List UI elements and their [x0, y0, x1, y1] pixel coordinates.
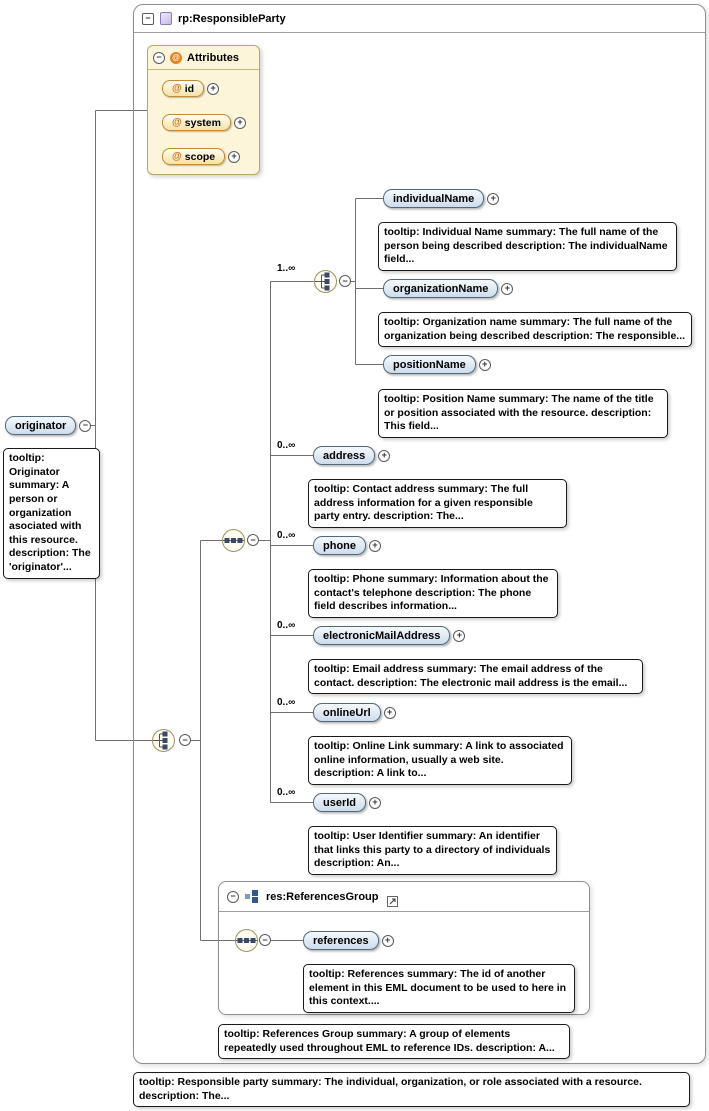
- attribute-label: id: [184, 82, 195, 95]
- cardinality-label: 0..∞: [277, 620, 296, 631]
- at-icon: @: [172, 117, 182, 128]
- expand-id-icon[interactable]: +: [207, 82, 220, 95]
- expand-references-icon[interactable]: +: [381, 934, 394, 947]
- collapse-icon[interactable]: −: [142, 12, 154, 25]
- element-label: individualName: [393, 192, 475, 205]
- element-references[interactable]: references: [303, 931, 379, 950]
- attribute-label: scope: [184, 150, 216, 163]
- collapse-references-sequence-icon[interactable]: −: [259, 934, 271, 946]
- element-userid[interactable]: userId: [313, 793, 367, 812]
- element-row: electronicMailAddress +: [313, 626, 466, 645]
- attribute-system[interactable]: @ system: [162, 114, 231, 131]
- model-group-icon: [245, 890, 258, 903]
- sequence-compositor-icon: [222, 529, 245, 552]
- originator-row: originator −: [5, 416, 92, 435]
- expand-onlineurl-icon[interactable]: +: [383, 706, 396, 719]
- element-address[interactable]: address: [313, 446, 376, 465]
- element-label: userId: [323, 796, 357, 809]
- cardinality-label: 1..∞: [277, 263, 296, 274]
- originator-tooltip: tooltip: Originator summary: A person or…: [3, 448, 100, 579]
- collapse-originator-icon[interactable]: −: [79, 419, 92, 432]
- element-label: originator: [15, 419, 67, 432]
- collapse-attributes-icon[interactable]: −: [153, 51, 165, 64]
- expand-scope-icon[interactable]: +: [228, 150, 241, 163]
- element-row: userId +: [313, 793, 382, 812]
- element-row: organizationName +: [383, 279, 514, 298]
- expand-electronicmailaddress-icon[interactable]: +: [453, 629, 466, 642]
- references-sequence-icon: [235, 929, 258, 952]
- element-label: references: [313, 934, 369, 947]
- choice-compositor-icon: [152, 729, 175, 752]
- element-organizationname[interactable]: organizationName: [383, 279, 499, 298]
- external-link-icon[interactable]: [386, 895, 398, 907]
- element-individualname[interactable]: individualName: [383, 189, 485, 208]
- responsible-party-container: − rp:ResponsibleParty: [133, 4, 706, 1064]
- element-row: positionName +: [383, 355, 491, 374]
- expand-phone-icon[interactable]: +: [369, 539, 381, 552]
- references-group-container: − res:ReferencesGroup: [218, 881, 590, 1015]
- expand-individualname-icon[interactable]: +: [487, 192, 500, 205]
- expand-positionname-icon[interactable]: +: [478, 358, 491, 371]
- collapse-sequence-icon[interactable]: −: [247, 534, 259, 546]
- element-electronicmailaddress[interactable]: electronicMailAddress: [313, 626, 451, 645]
- element-label: positionName: [393, 358, 466, 371]
- attribute-scope[interactable]: @ scope: [162, 148, 226, 165]
- attribute-label: system: [184, 116, 221, 129]
- element-phone[interactable]: phone: [313, 536, 366, 555]
- element-label: phone: [323, 539, 356, 552]
- cardinality-label: 0..∞: [277, 530, 296, 541]
- onlineurl-tooltip: tooltip: Online Link summary: A link to …: [308, 736, 572, 785]
- expand-system-icon[interactable]: +: [233, 116, 246, 129]
- address-tooltip: tooltip: Contact address summary: The fu…: [308, 479, 567, 528]
- organizationname-tooltip: tooltip: Organization name summary: The …: [378, 312, 692, 348]
- expand-organizationname-icon[interactable]: +: [501, 282, 514, 295]
- attributes-box: − @ Attributes @ id + @ system + @ scope…: [147, 45, 260, 175]
- attribute-at-icon: @: [170, 51, 182, 64]
- collapse-references-group-icon[interactable]: −: [227, 890, 239, 903]
- element-originator[interactable]: originator: [5, 416, 77, 435]
- at-icon: @: [172, 151, 182, 162]
- element-label: onlineUrl: [323, 706, 371, 719]
- references-group-tooltip: tooltip: References Group summary: A gro…: [218, 1024, 570, 1060]
- element-label: organizationName: [393, 282, 489, 295]
- userid-tooltip: tooltip: User Identifier summary: An ide…: [308, 826, 557, 875]
- cardinality-label: 0..∞: [277, 697, 296, 708]
- expand-address-icon[interactable]: +: [378, 449, 391, 462]
- attribute-row: @ scope +: [162, 148, 241, 165]
- element-onlineurl[interactable]: onlineUrl: [313, 703, 381, 722]
- references-group-header: − res:ReferencesGroup: [219, 882, 589, 912]
- individualname-tooltip: tooltip: Individual Name summary: The fu…: [378, 222, 677, 271]
- attribute-row: @ id +: [162, 80, 220, 97]
- element-row: address +: [313, 446, 391, 465]
- references-tooltip: tooltip: References summary: The id of a…: [303, 964, 575, 1013]
- element-row: phone +: [313, 536, 381, 555]
- expand-userid-icon[interactable]: +: [369, 796, 382, 809]
- attributes-title: Attributes: [187, 51, 239, 64]
- element-label: electronicMailAddress: [323, 629, 441, 642]
- responsible-party-tooltip: tooltip: Responsible party summary: The …: [133, 1072, 690, 1108]
- element-positionname[interactable]: positionName: [383, 355, 476, 374]
- electronicmailaddress-tooltip: tooltip: Email address summary: The emai…: [308, 659, 643, 695]
- phone-tooltip: tooltip: Phone summary: Information abou…: [308, 569, 558, 618]
- responsible-party-header: − rp:ResponsibleParty: [134, 5, 705, 33]
- element-row: onlineUrl +: [313, 703, 396, 722]
- positionname-tooltip: tooltip: Position Name summary: The name…: [378, 389, 668, 438]
- element-row: individualName +: [383, 189, 500, 208]
- element-row: references +: [303, 931, 394, 950]
- collapse-choice-icon[interactable]: −: [179, 734, 191, 746]
- name-choice-compositor-icon: [314, 270, 337, 293]
- attributes-header: − @ Attributes: [148, 46, 259, 70]
- attribute-row: @ system +: [162, 114, 246, 131]
- collapse-name-choice-icon[interactable]: −: [339, 275, 351, 287]
- element-label: address: [323, 449, 366, 462]
- attribute-id[interactable]: @ id: [162, 80, 205, 97]
- complex-type-icon: [160, 12, 172, 25]
- cardinality-label: 0..∞: [277, 787, 296, 798]
- at-icon: @: [172, 83, 182, 94]
- responsible-party-title: rp:ResponsibleParty: [178, 12, 286, 25]
- references-group-title: res:ReferencesGroup: [266, 890, 379, 903]
- cardinality-label: 0..∞: [277, 440, 296, 451]
